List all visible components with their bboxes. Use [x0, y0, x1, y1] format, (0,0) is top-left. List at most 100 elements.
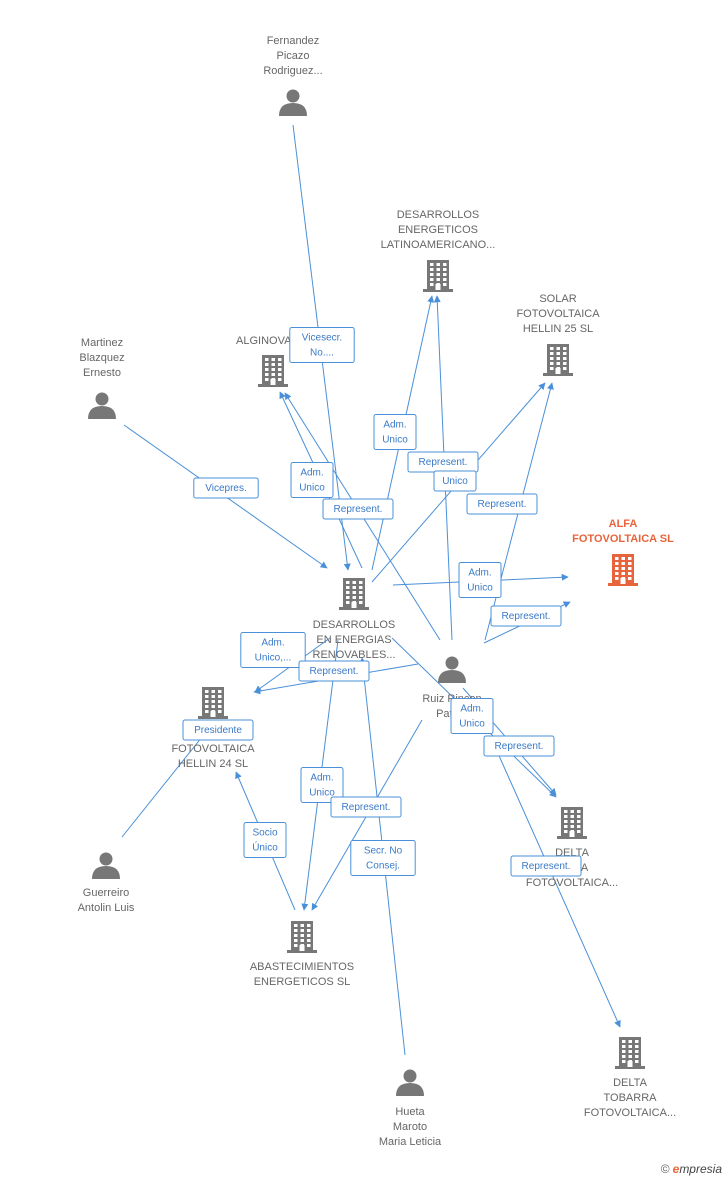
edge-label-ruiz-to-desarrollos_latino[interactable]: Unico: [433, 470, 477, 492]
building-icon[interactable]: [258, 355, 288, 387]
person-icon[interactable]: [279, 89, 307, 117]
edge-label-text: Unico: [459, 719, 485, 730]
node-label: Blazquez: [79, 352, 124, 364]
edge-label-desarrollos_renov-to-solar25[interactable]: Represent.: [407, 451, 479, 473]
edge-guerreiro-to-hellin24: [121, 726, 211, 838]
node-hellin24[interactable]: FOTOVOLTAICA HELLIN 24 SL: [171, 687, 255, 770]
node-label: SOLAR: [539, 293, 576, 305]
node-label: ALFA: [609, 518, 638, 530]
node-label: RENOVABLES...: [313, 649, 396, 661]
building-icon[interactable]: [615, 1037, 645, 1069]
edge-label-text: Represent.: [522, 861, 571, 872]
building-icon[interactable]: [557, 807, 587, 839]
edge-label-text: Unico,...: [255, 653, 292, 664]
edge-label-text: No....: [310, 348, 334, 359]
edge-label-desarrollos_renov-to-hellin24[interactable]: Adm.Unico,...: [240, 632, 306, 668]
node-fernandez[interactable]: FernandezPicazoRodriguez...: [263, 35, 323, 117]
brand-initial: e: [672, 1162, 680, 1176]
brand-rest: mpresia: [679, 1162, 722, 1176]
building-icon[interactable]: [287, 921, 317, 953]
edge-label-fernandez-to-desarrollos_renov[interactable]: Vicesecr. No....: [289, 327, 355, 363]
node-label: LATINOAMERICANO...: [381, 239, 496, 251]
building-icon[interactable]: [339, 578, 369, 610]
edge-label-text: Represent.: [478, 499, 527, 510]
building-icon[interactable]: [608, 554, 638, 586]
node-label: Ernesto: [83, 367, 121, 379]
edge-label-text: Unico: [299, 483, 325, 494]
edge-label-text: Unico: [442, 476, 468, 487]
node-label: Fernandez: [267, 35, 320, 47]
edge-label-text: Unico: [382, 435, 408, 446]
edge-label-text: Adm.: [383, 420, 406, 431]
node-label: FOTOVOLTAICA: [171, 743, 255, 755]
edge-label-text: Represent.: [342, 802, 391, 813]
node-desarrollos_latino[interactable]: DESARROLLOSENERGETICOSLATINOAMERICANO...: [381, 209, 496, 292]
node-label: Martinez: [81, 337, 123, 349]
edge-label-text: Unico: [309, 788, 335, 799]
edge-label-text: Represent.: [334, 504, 383, 515]
node-label: FOTOVOLTAICA...: [526, 877, 618, 889]
edge-label-hueta-to-desarrollos_renov[interactable]: Secr. No Consej.: [350, 840, 416, 876]
node-label: HELLIN 24 SL: [178, 758, 248, 770]
edge-label-text: Adm.: [300, 468, 323, 479]
edge-label-text: Secr. No: [364, 846, 403, 857]
node-label: Guerreiro: [83, 887, 129, 899]
node-label: Antolin Luis: [78, 902, 135, 914]
edge-label-text: Consej.: [366, 861, 400, 872]
edge-label-text: Adm.: [310, 773, 333, 784]
edges-layer: [121, 124, 621, 1056]
edge-label-text: Único: [252, 841, 278, 854]
node-label: Picazo: [276, 50, 309, 62]
edge-label-ruiz-to-alginova[interactable]: Represent.: [322, 498, 394, 520]
node-label: Rodriguez...: [263, 65, 322, 77]
building-icon[interactable]: [543, 344, 573, 376]
edge-label-ruiz-to-hellin24[interactable]: Represent.: [298, 660, 370, 682]
node-solar25[interactable]: SOLAR FOTOVOLTAICA HELLIN 25 SL: [516, 293, 600, 376]
edge-label-text: Unico: [467, 583, 493, 594]
edge-label-ruiz-to-alfa[interactable]: Represent.: [490, 605, 562, 627]
person-icon[interactable]: [88, 392, 116, 420]
node-alginova[interactable]: ALGINOVA: [236, 335, 292, 387]
building-icon[interactable]: [198, 687, 228, 719]
edge-label-guerreiro-to-hellin24[interactable]: Presidente: [182, 719, 254, 741]
person-icon[interactable]: [438, 656, 466, 684]
edge-label-desarrollos_renov-to-alfa[interactable]: Adm.Unico: [458, 562, 502, 598]
edge-label-text: Represent.: [310, 666, 359, 677]
node-label: EN ENERGIAS: [316, 634, 391, 646]
edge-label-martinez-to-desarrollos_renov[interactable]: Vicepres.: [193, 477, 259, 499]
edge-label-desarrollos_renov-to-alginova[interactable]: Adm. Unico: [290, 462, 334, 498]
edge-labels-layer: Vicesecr.No....Vicepres.Adm.UnicoAdm.Uni…: [182, 327, 582, 877]
node-label: HELLIN 25 SL: [523, 323, 593, 335]
person-icon[interactable]: [92, 852, 120, 880]
edge-label-text: Vicepres.: [205, 483, 247, 494]
node-label: Maroto: [393, 1121, 427, 1133]
brand-logo[interactable]: empresia: [673, 1162, 722, 1176]
edge-label-ruiz-to-solar25[interactable]: Represent.: [466, 493, 538, 515]
footer-brand: ©empresia: [661, 1162, 722, 1176]
edge-label-desarrollos_renov-to-desarrollos_latino[interactable]: Adm. Unico: [373, 414, 417, 450]
building-icon[interactable]: [423, 260, 453, 292]
edge-label-text: Presidente: [194, 725, 242, 736]
edge-label-ruiz-to-abastecimientos[interactable]: Represent.: [330, 796, 402, 818]
edge-ruiz-to-delta2: [491, 739, 621, 1028]
node-label: ENERGETICOS SL: [254, 976, 351, 988]
edge-label-ruiz-to-delta2[interactable]: Represent.: [510, 855, 582, 877]
edge-label-desarrollos_renov-to-delta1[interactable]: Adm.Unico: [450, 698, 494, 734]
node-label: FOTOVOLTAICA: [516, 308, 600, 320]
edge-label-desarrollos_renov-to-abastecimientos[interactable]: Adm. Unico: [300, 767, 344, 803]
node-label: DELTA: [613, 1077, 647, 1089]
person-icon[interactable]: [396, 1069, 424, 1097]
edge-label-text: Represent.: [419, 457, 468, 468]
node-delta2[interactable]: DELTATOBARRAFOTOVOLTAICA...: [584, 1037, 676, 1119]
edge-label-ruiz-to-delta1[interactable]: Represent.: [483, 735, 555, 757]
copyright-symbol: ©: [660, 1162, 670, 1176]
edge-label-text: Represent.: [495, 741, 544, 752]
edge-label-text: Vicesecr.: [302, 333, 342, 344]
